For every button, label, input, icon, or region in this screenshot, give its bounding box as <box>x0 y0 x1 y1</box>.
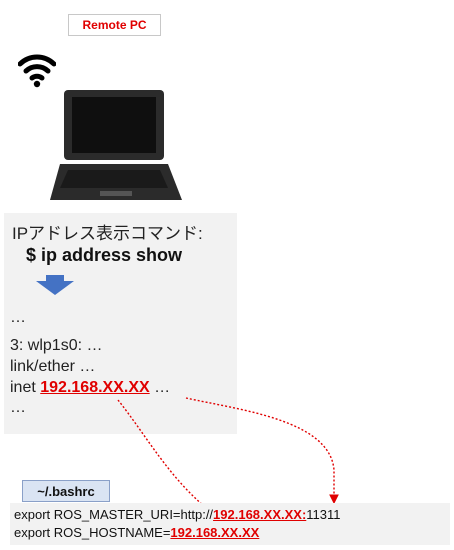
output-ellipsis-top: … <box>10 309 26 326</box>
bashrc-label: ~/.bashrc <box>22 480 110 502</box>
master-uri-port: 11311 <box>306 507 341 522</box>
output-inet-line: inet 192.168.XX.XX … <box>10 379 170 397</box>
output-ellipsis-bottom: … <box>10 399 26 416</box>
inet-prefix: inet <box>10 379 41 396</box>
inet-ip-address: 192.168.XX.XX <box>40 379 150 396</box>
command-text: $ ip address show <box>26 245 183 265</box>
wifi-icon <box>17 50 57 93</box>
master-uri-ip: 192.168.XX.XX: <box>213 507 307 522</box>
laptop-icon <box>50 88 182 211</box>
terminal-panel: IPアドレス表示コマンド: $ ip address show … 3: wlp… <box>4 213 237 434</box>
hostname-ip: 192.168.XX.XX <box>170 525 260 540</box>
command-title: IPアドレス表示コマンド: <box>12 224 203 243</box>
hostname-line: export ROS_HOSTNAME=192.168.XX.XX <box>14 525 259 540</box>
master-uri-line: export ROS_MASTER_URI=http://192.168.XX.… <box>14 507 341 522</box>
bashrc-panel: export ROS_MASTER_URI=http://192.168.XX.… <box>10 503 450 545</box>
remote-pc-label: Remote PC <box>68 14 161 36</box>
inet-suffix: … <box>149 379 171 396</box>
output-interface-line: 3: wlp1s0: … <box>10 337 103 354</box>
master-uri-prefix: export ROS_MASTER_URI=http:// <box>14 507 214 522</box>
output-link-line: link/ether … <box>10 358 96 375</box>
down-arrow-icon <box>36 275 74 300</box>
hostname-prefix: export ROS_HOSTNAME= <box>14 525 171 540</box>
